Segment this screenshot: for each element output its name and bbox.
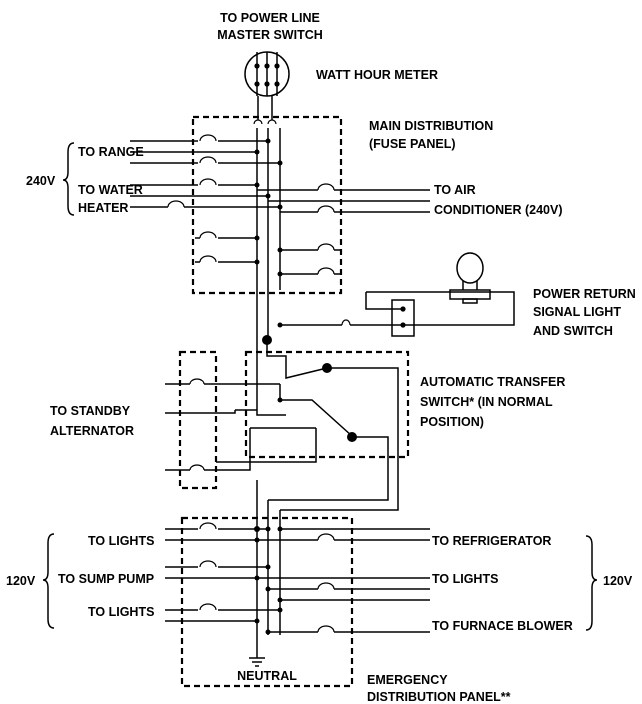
transfer-switch-label-1: AUTOMATIC TRANSFER [420,375,565,389]
standby-fuse-panel [178,350,218,490]
sump-pump-label: TO SUMP PUMP [58,572,154,586]
power-line-label-2: MASTER SWITCH [217,28,323,42]
main-right-circuits [257,183,430,277]
emergency-right-circuits [257,526,430,635]
power-return-label-1: POWER RETURN [533,287,636,301]
emergency-bus-bars [249,480,281,667]
brace-120v-right [585,535,598,631]
brace-240v-left [62,142,75,216]
range-label: TO RANGE [78,145,144,159]
standby-label-1: TO STANDBY [50,404,131,418]
voltage-120-right-label: 120V [603,574,633,588]
emergency-panel-label-2: DISTRIBUTION PANEL** [367,690,511,704]
signal-switch [262,291,515,345]
transfer-switch-label-2: SWITCH* (IN NORMAL [420,395,553,409]
refrigerator-label: TO REFRIGERATOR [432,534,551,548]
voltage-120-left-label: 120V [6,574,36,588]
water-heater-label-2: HEATER [78,201,128,215]
left-lights-label-1: TO LIGHTS [88,534,154,548]
main-panel-label-1: MAIN DISTRIBUTION [369,119,493,133]
air-conditioner-label-1: TO AIR [434,183,476,197]
main-left-circuits [130,134,283,265]
brace-120v-left [42,533,55,629]
signal-light [449,252,491,304]
water-heater-label-1: TO WATER [78,183,143,197]
emergency-panel-label-1: EMERGENCY [367,673,448,687]
main-distribution-panel [191,115,343,295]
power-return-label-3: AND SWITCH [533,324,613,338]
automatic-transfer-switch [244,350,410,459]
main-bus-bars [256,128,281,400]
power-return-label-2: SIGNAL LIGHT [533,305,621,319]
voltage-240-label: 240V [26,174,56,188]
main-panel-label-2: (FUSE PANEL) [369,137,456,151]
standby-label-2: ALTERNATOR [50,424,134,438]
air-conditioner-label-2: CONDITIONER (240V) [434,203,563,217]
watt-meter-label: WATT HOUR METER [316,68,438,82]
right-lights-label: TO LIGHTS [432,572,498,586]
standby-circuits [165,378,317,471]
emergency-left-circuits [165,522,283,624]
transfer-switch-contacts [235,340,399,511]
power-line-label-1: TO POWER LINE [220,11,320,25]
left-lights-label-2: TO LIGHTS [88,605,154,619]
watt-hour-meter [244,51,290,97]
emergency-distribution-panel [180,516,354,688]
service-wires [253,96,277,125]
furnace-label: TO FURNACE BLOWER [432,619,573,633]
neutral-label: NEUTRAL [237,669,297,683]
transfer-switch-label-3: POSITION) [420,415,484,429]
